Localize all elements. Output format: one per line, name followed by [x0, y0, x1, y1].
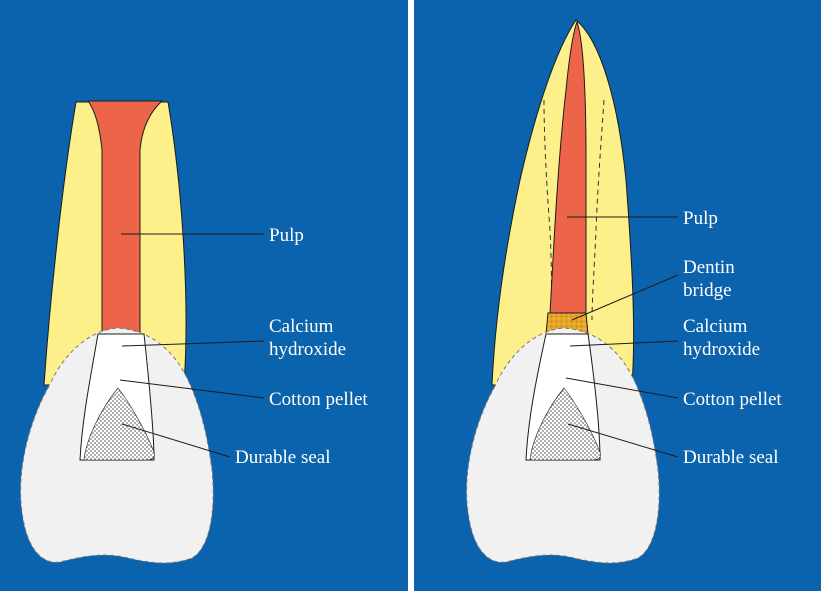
panel-divider: [408, 0, 414, 591]
right-dentin-label-line1: Dentin: [683, 257, 735, 278]
right-tooth: [466, 19, 660, 564]
left-pulp-label: Pulp: [269, 225, 304, 246]
right-leader-lines: [565, 216, 679, 458]
right-dentin-label-line2: bridge: [683, 280, 732, 301]
right-calcium-leader: [569, 340, 679, 347]
left-calcium-label-line2: hydroxide: [269, 339, 346, 360]
left-calcium-leader: [121, 340, 265, 347]
left-seal-leader: [121, 423, 231, 458]
right-pulp-label: Pulp: [683, 208, 718, 229]
right-calcium-label-line1: Calcium: [683, 316, 748, 337]
left-durable-seal: [83, 387, 155, 461]
left-leader-lines: [119, 233, 265, 458]
left-durable-seal-label: Durable seal: [235, 447, 330, 468]
right-root-outline-left: [543, 99, 552, 321]
right-cotton-leader: [565, 377, 679, 399]
right-seal-leader: [567, 423, 679, 458]
right-durable-seal: [529, 387, 601, 461]
right-cotton-pellet-label: Cotton pellet: [683, 389, 782, 410]
right-dentin-bridge-leader: [571, 274, 679, 321]
right-durable-seal-label: Durable seal: [683, 447, 778, 468]
right-calcium-label-line2: hydroxide: [683, 339, 760, 360]
left-cotton-leader: [119, 379, 265, 399]
left-calcium-label-line1: Calcium: [269, 316, 334, 337]
right-pulp: [549, 20, 587, 315]
left-cotton-pellet-label: Cotton pellet: [269, 389, 368, 410]
right-root-outline-right: [591, 99, 605, 321]
left-tooth: [20, 100, 214, 564]
